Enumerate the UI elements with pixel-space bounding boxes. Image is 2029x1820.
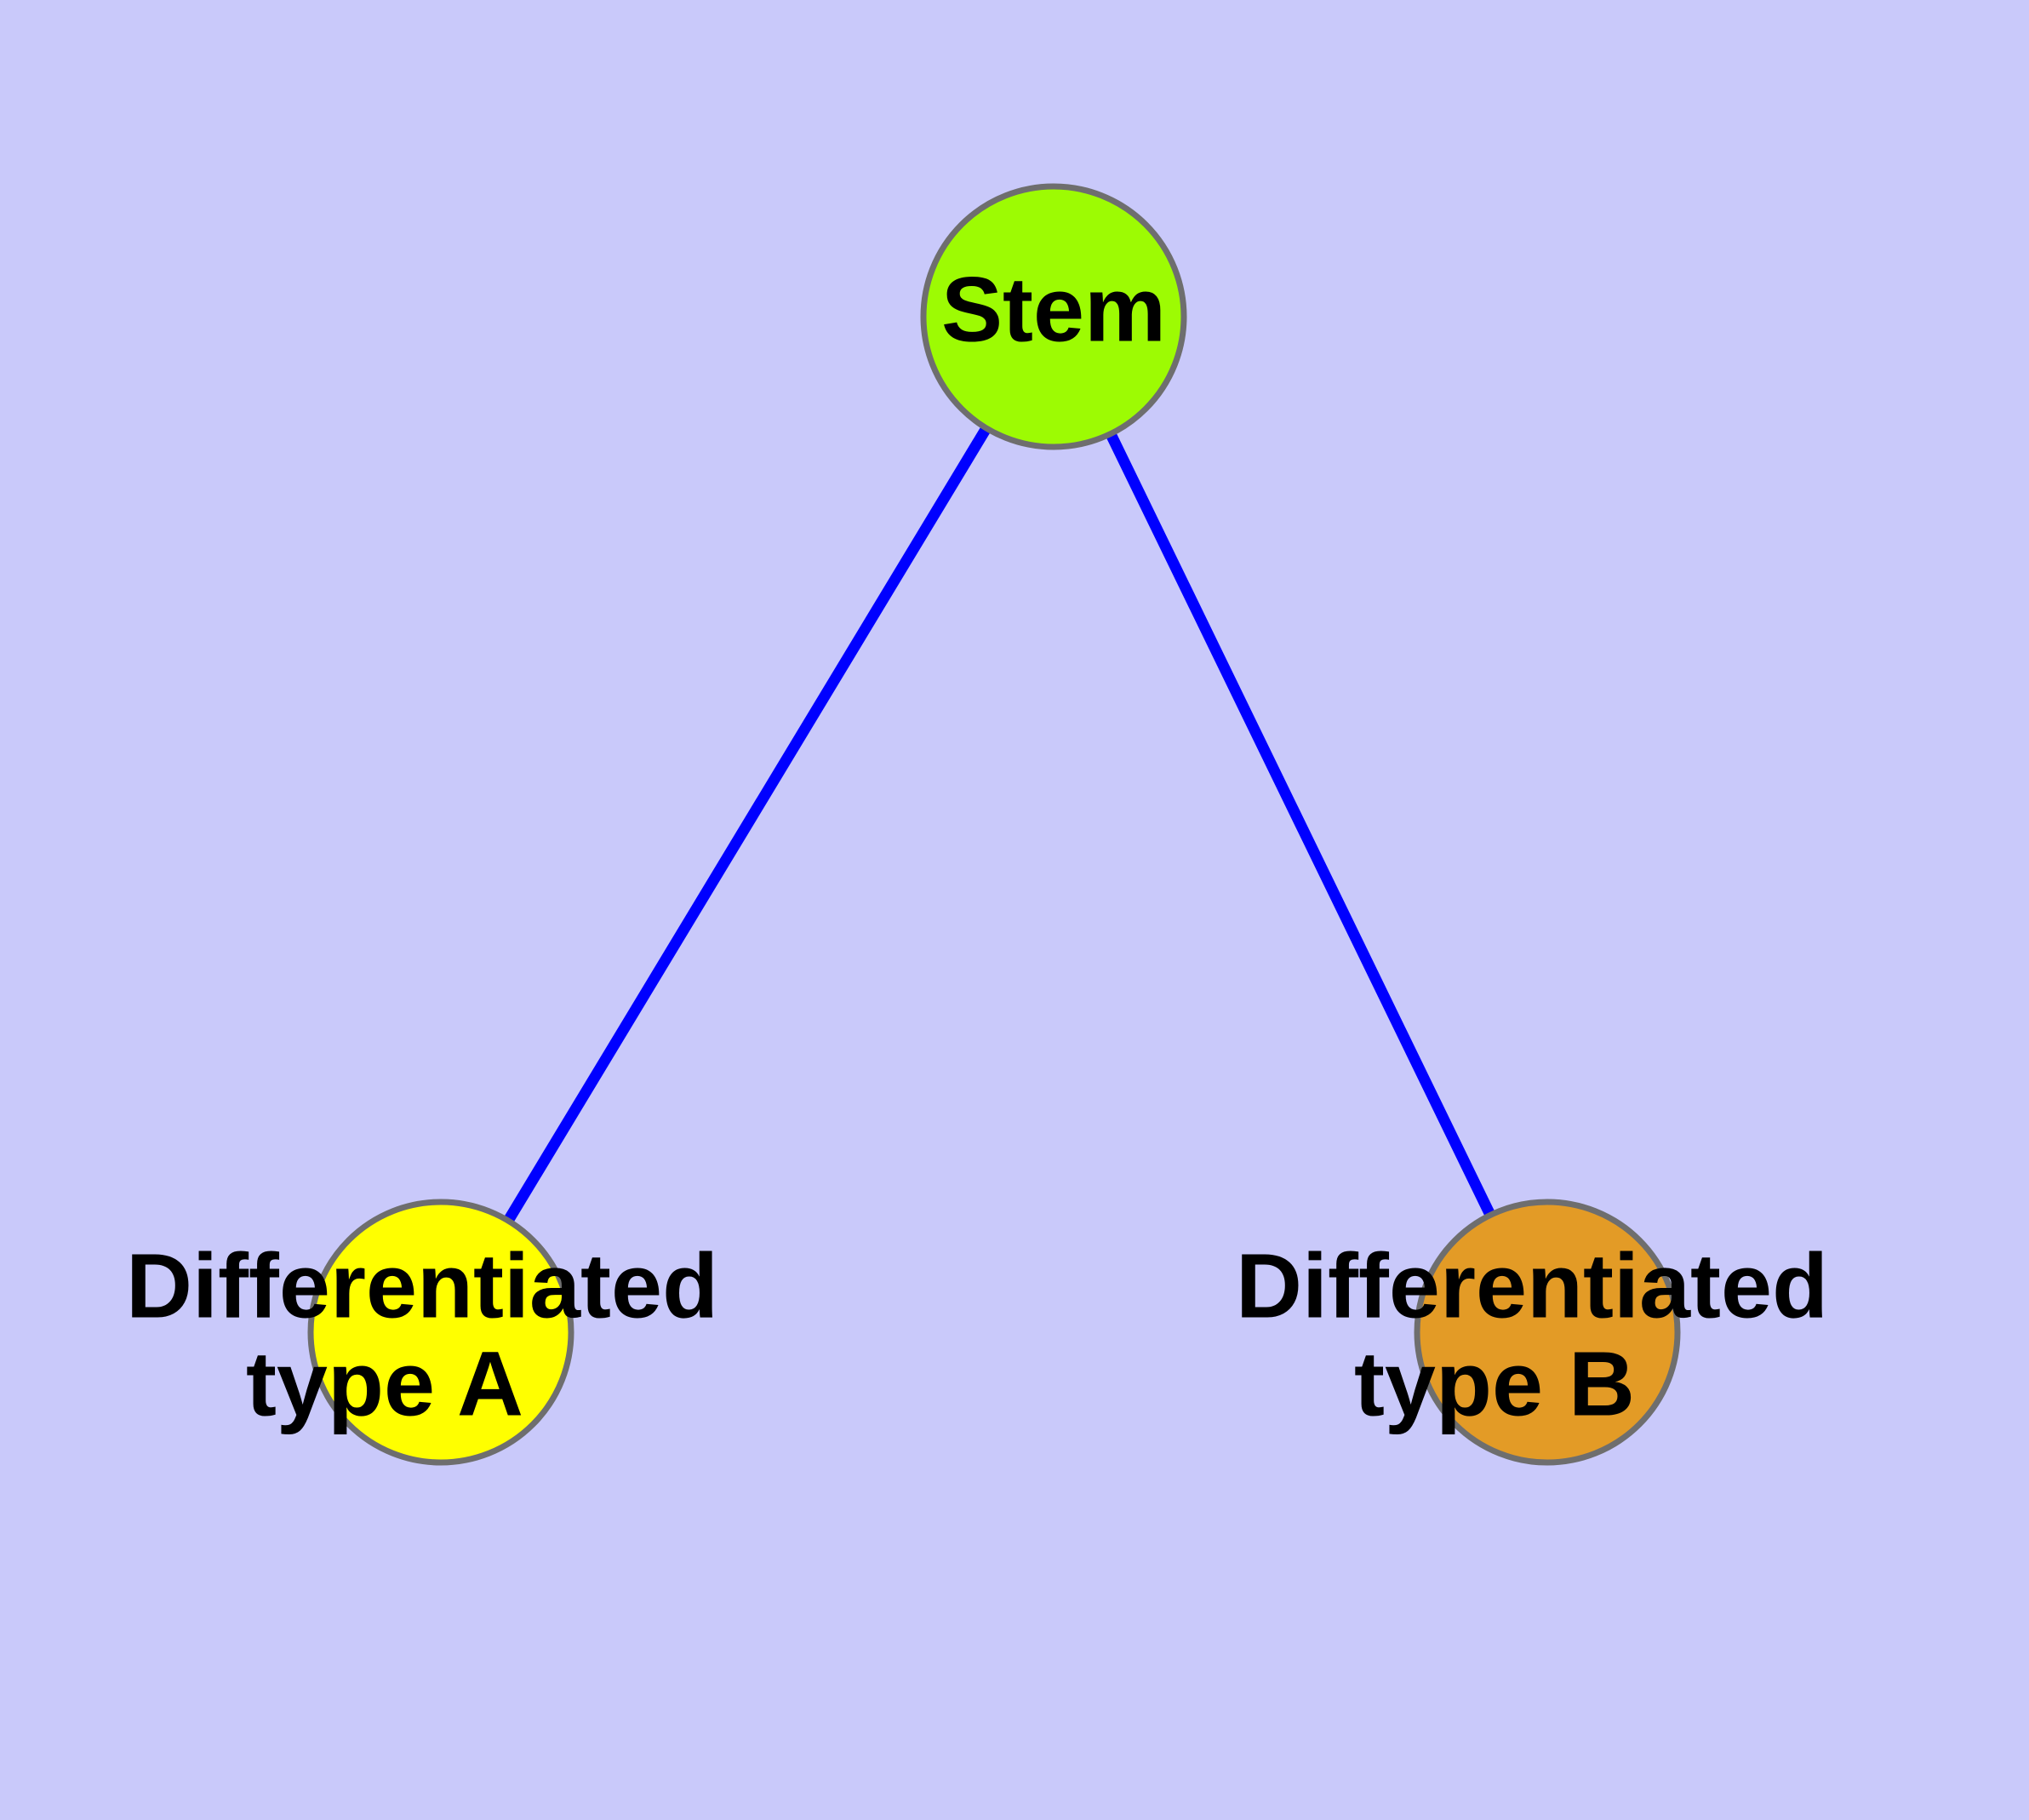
node-differentiated-type-a-label-line2: type A xyxy=(246,1332,523,1435)
node-stem-circle[interactable] xyxy=(920,183,1187,450)
node-stem-label: Stem xyxy=(941,258,1166,361)
node-stem[interactable]: Stem xyxy=(920,183,1187,450)
node-group: Stem Differentiated type A Differentiate… xyxy=(126,183,1828,1466)
edge-stem-to-differentiated-type-b[interactable] xyxy=(1049,314,1552,1335)
edge-group xyxy=(436,313,1552,1336)
node-differentiated-type-a-label-line1: Differentiated xyxy=(126,1234,718,1337)
node-differentiated-type-b[interactable]: Differentiated type B xyxy=(1236,1199,1828,1466)
edge-stem-to-differentiated-type-a[interactable] xyxy=(436,313,1059,1336)
node-differentiated-type-b-circle[interactable] xyxy=(1414,1199,1681,1466)
node-differentiated-type-b-label-line2: type B xyxy=(1354,1332,1635,1435)
node-differentiated-type-a[interactable]: Differentiated type A xyxy=(126,1199,718,1466)
node-differentiated-type-b-label-line1: Differentiated xyxy=(1236,1234,1828,1337)
node-differentiated-type-a-circle[interactable] xyxy=(307,1199,574,1466)
